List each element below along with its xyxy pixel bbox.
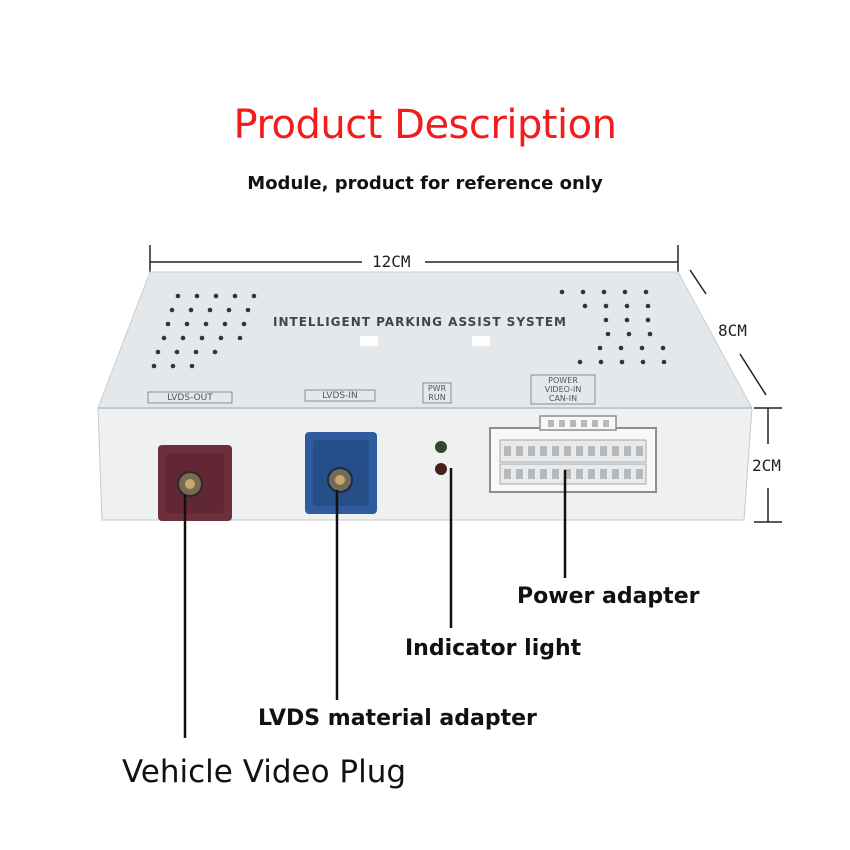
page-title: Product Description: [233, 102, 617, 148]
port-label-can-in: CAN-IN: [549, 394, 577, 403]
port-label-lvds-out: LVDS-OUT: [167, 393, 213, 403]
page-subtitle: Module, product for reference only: [247, 173, 603, 194]
callout-indicator-light: Indicator light: [405, 636, 582, 661]
height-dimension-label: 2CM: [752, 456, 781, 475]
port-label-power: POWER: [548, 376, 578, 385]
lvds-out-connector: [158, 445, 232, 521]
callout-lvds-material-adapter: LVDS material adapter: [258, 706, 537, 731]
lvds-in-connector: [305, 432, 377, 514]
port-label-run: RUN: [428, 393, 445, 402]
callout-power-adapter: Power adapter: [517, 584, 700, 609]
length-dimension-label: 12CM: [372, 252, 411, 271]
callout-leader-lines: [183, 468, 567, 738]
width-dimension-label: 8CM: [718, 321, 747, 340]
height-dimension-line: [754, 407, 782, 523]
vent-holes-right: [559, 289, 667, 365]
port-label-lvds-in: LVDS-IN: [322, 391, 357, 401]
port-label-video-in: VIDEO-IN: [545, 385, 582, 394]
red-led-icon: [435, 463, 447, 475]
power-connector: [489, 415, 657, 493]
callout-vehicle-video-plug: Vehicle Video Plug: [122, 754, 407, 790]
device-top-label: INTELLIGENT PARKING ASSIST SYSTEM: [273, 315, 567, 329]
width-dimension-line: [689, 269, 767, 396]
green-led-icon: [435, 441, 447, 453]
device-top-face: [97, 271, 753, 409]
vent-holes-left: [151, 293, 257, 369]
power-connector-pins: [504, 420, 643, 479]
port-label-pwr: PWR: [428, 384, 447, 393]
